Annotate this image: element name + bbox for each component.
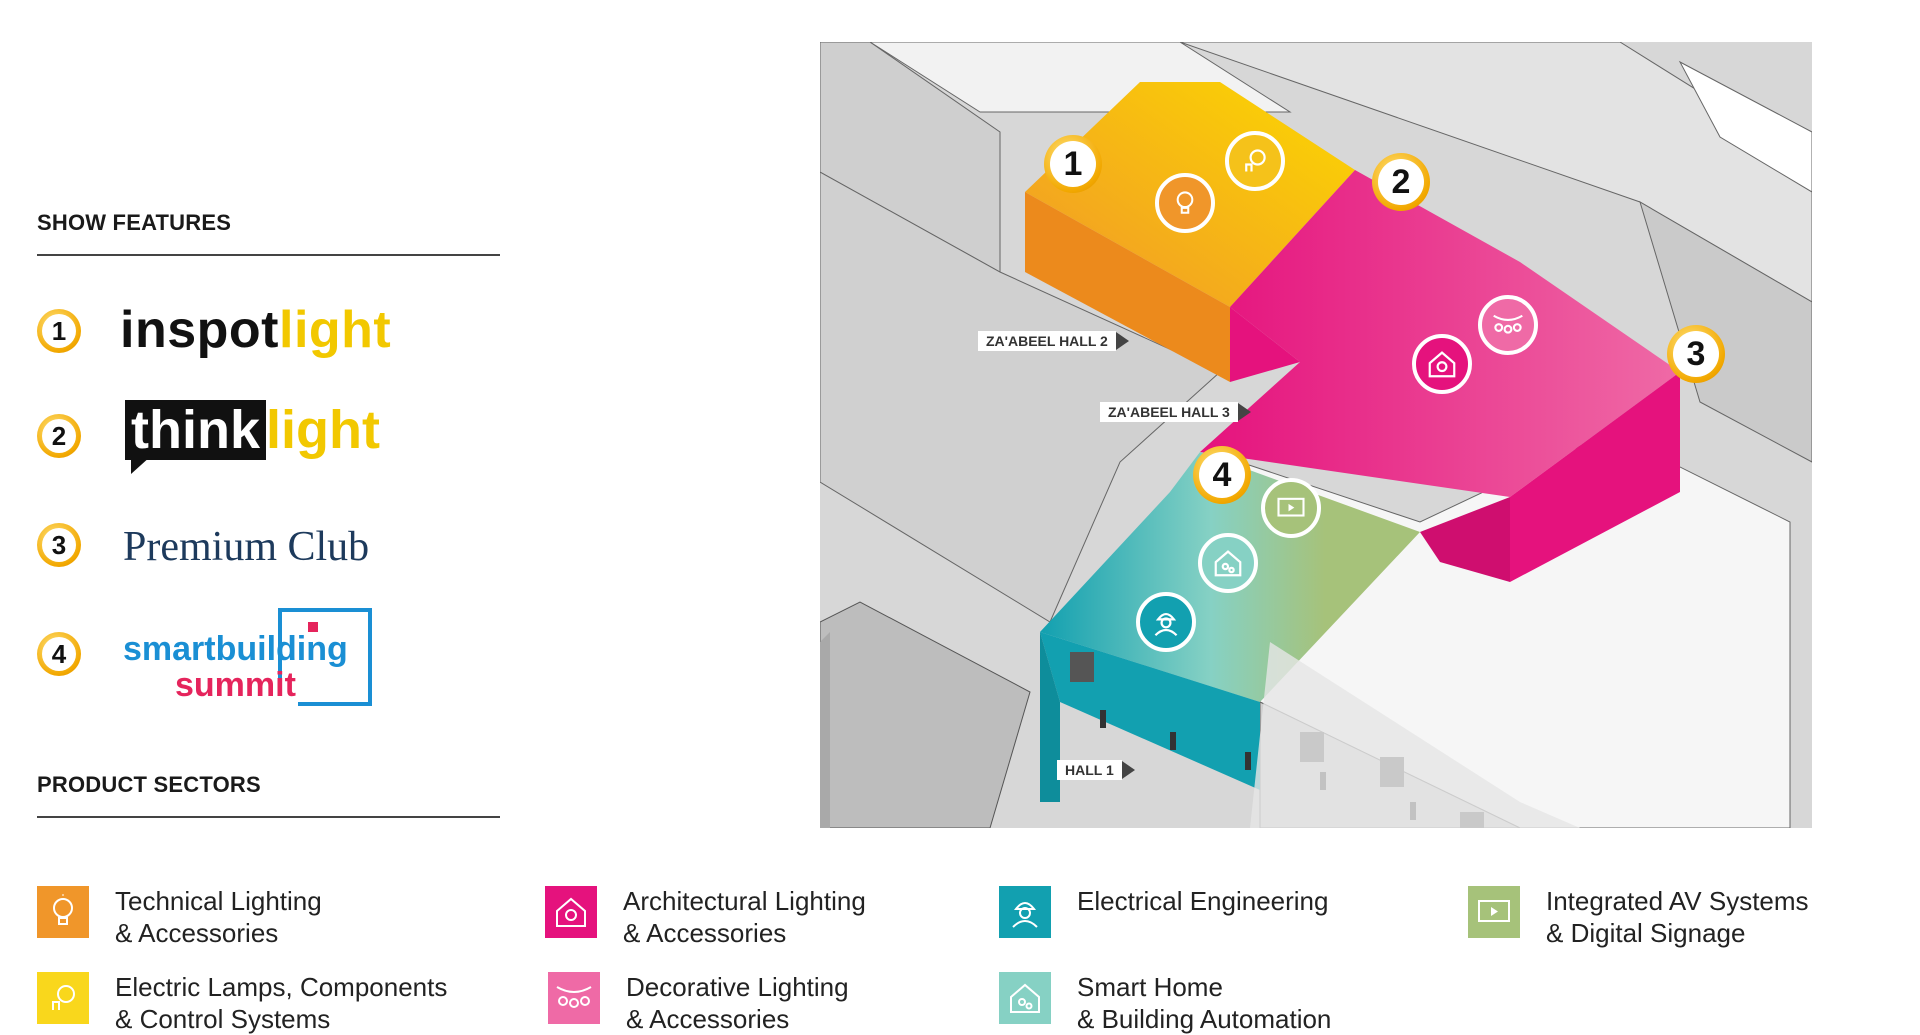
building-corner-roof [1678,60,1812,193]
hall-2-label[interactable]: ZA'ABEEL HALL 2 [978,331,1129,351]
window [1100,710,1106,728]
walkway [1250,642,1580,828]
zone-2-wall [1420,497,1510,582]
premium-club-logo[interactable]: Premium Club [123,524,370,570]
building-right-top [1179,42,1812,303]
zone-1-wall [1025,192,1230,382]
map-engineer-icon[interactable] [1136,592,1196,652]
arrow-right-icon [1115,332,1129,350]
building-left-middle [820,171,1221,623]
show-features-title: SHOW FEATURES [37,210,232,235]
feature-badge-4: 4 [37,632,81,676]
speech-tail-icon [131,456,151,474]
map-smart-home-icon[interactable] [1198,533,1258,593]
building-left-top [820,42,1001,273]
house-bulb-icon [545,886,597,938]
av-screen-icon [1468,886,1520,938]
map-marker-1[interactable]: 1 [1044,135,1102,193]
window [1245,752,1251,770]
sector-integrated-av[interactable]: Integrated AV Systems& Digital Signage [1546,886,1809,948]
zone-4-wall [1040,632,1260,790]
string-lights-icon [548,972,600,1024]
bulb-icon [37,886,89,938]
map-string-lights-icon[interactable] [1478,295,1538,355]
thinklight-logo[interactable]: think light [125,400,380,474]
feature-badge-1: 1 [37,309,81,353]
show-features-divider [37,254,500,256]
map-house-bulb-icon[interactable] [1412,334,1472,394]
hall-3-label[interactable]: ZA'ABEEL HALL 3 [1100,402,1251,422]
sector-architectural-lighting[interactable]: Architectural Lighting& Accessories [623,886,866,948]
sector-smart-home[interactable]: Smart Home& Building Automation [1077,972,1332,1034]
product-sectors-divider [37,816,500,818]
map-bulb-icon[interactable] [1155,173,1215,233]
arrow-right-icon [1237,403,1251,421]
map-plug-bulb-icon[interactable] [1225,131,1285,191]
smartbuilding-summit-logo[interactable]: smartbuilding summit [123,608,378,708]
arrow-right-icon [1121,761,1135,779]
hall-map [820,42,1812,828]
map-av-screen-icon[interactable] [1261,478,1321,538]
map-marker-2[interactable]: 2 [1372,153,1430,211]
window [1170,732,1176,750]
map-marker-3[interactable]: 3 [1667,325,1725,383]
map-marker-4[interactable]: 4 [1193,446,1251,504]
sector-technical-lighting[interactable]: Technical Lighting& Accessories [115,886,322,948]
feature-badge-2: 2 [37,414,81,458]
building-left-bottom-edge [820,632,830,828]
building-left-bottom [820,601,1031,828]
zone-1-joint [1230,307,1300,382]
sector-decorative-lighting[interactable]: Decorative Lighting& Accessories [626,972,849,1034]
spotlight-o: o [228,301,262,359]
window [1070,652,1094,682]
smart-home-icon [999,972,1051,1024]
product-sectors-title: PRODUCT SECTORS [37,772,261,797]
engineer-icon [999,886,1051,938]
feature-badge-3: 3 [37,523,81,567]
inspotlight-logo[interactable]: inspotlight [120,301,392,359]
plug-bulb-icon [37,972,89,1024]
zone-2-roof [1200,170,1680,497]
zone-4-wall-left [1040,632,1060,802]
sector-electrical-engineering[interactable]: Electrical Engineering [1077,886,1329,916]
zone-3-wall [1510,372,1680,582]
hall-1-label[interactable]: HALL 1 [1057,760,1135,780]
sector-electric-lamps[interactable]: Electric Lamps, Components& Control Syst… [115,972,448,1034]
building-frame-icon [278,608,372,706]
